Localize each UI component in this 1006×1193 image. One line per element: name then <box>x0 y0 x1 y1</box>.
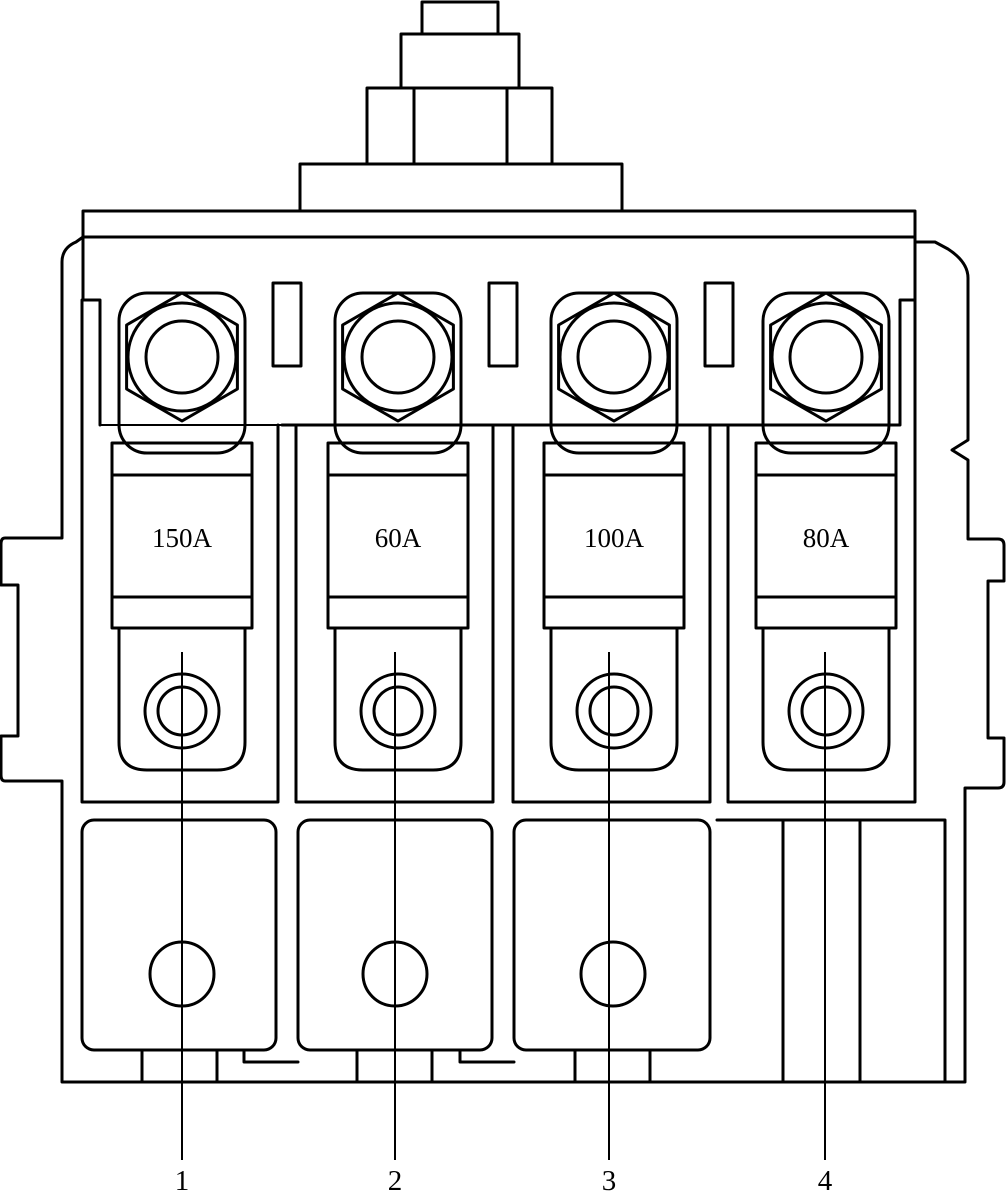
fuse-3: 100A 3 <box>542 291 686 1193</box>
fuse-rating-label: 100A <box>584 523 645 553</box>
fuse-rating-label: 80A <box>803 523 850 553</box>
bolt-hole-icon <box>579 940 647 1008</box>
terminal-stud-icon <box>298 0 624 213</box>
nut-bolt-head <box>788 319 864 395</box>
lug-washer <box>359 672 437 750</box>
nut-washer <box>126 301 238 413</box>
callout-number: 3 <box>602 1165 617 1193</box>
lug-washer <box>575 672 653 750</box>
nut-washer <box>558 301 670 413</box>
hex-nut-icon <box>125 291 239 423</box>
fuse-2: 60A 2 <box>326 291 470 1193</box>
callout-number: 2 <box>388 1165 403 1193</box>
nut-bolt-head <box>360 319 436 395</box>
fuse-body <box>110 441 254 630</box>
hex-nut-icon <box>341 291 455 423</box>
fuse-rating-label: 150A <box>152 523 213 553</box>
fuse-body <box>754 441 898 630</box>
housing <box>0 209 1006 1084</box>
fuse-rating-label: 60A <box>375 523 422 553</box>
fuse-4: 80A 4 <box>754 291 898 1193</box>
fuse-body <box>326 441 470 630</box>
hex-nut-icon <box>557 291 671 423</box>
fuse-1: 150A 1 <box>110 291 254 1193</box>
bolt-hole-icon <box>588 685 640 737</box>
nut-washer <box>770 301 882 413</box>
callout-number: 1 <box>175 1165 190 1193</box>
fuse-lower-lug <box>549 626 679 772</box>
hex-nut-icon <box>769 291 883 423</box>
nut-bolt-head <box>576 319 652 395</box>
bolt-hole-icon <box>372 685 424 737</box>
fuse-lower-lug <box>333 626 463 772</box>
fuse-body <box>542 441 686 630</box>
callout-number: 4 <box>818 1165 833 1193</box>
nut-bolt-head <box>144 319 220 395</box>
nut-washer <box>342 301 454 413</box>
